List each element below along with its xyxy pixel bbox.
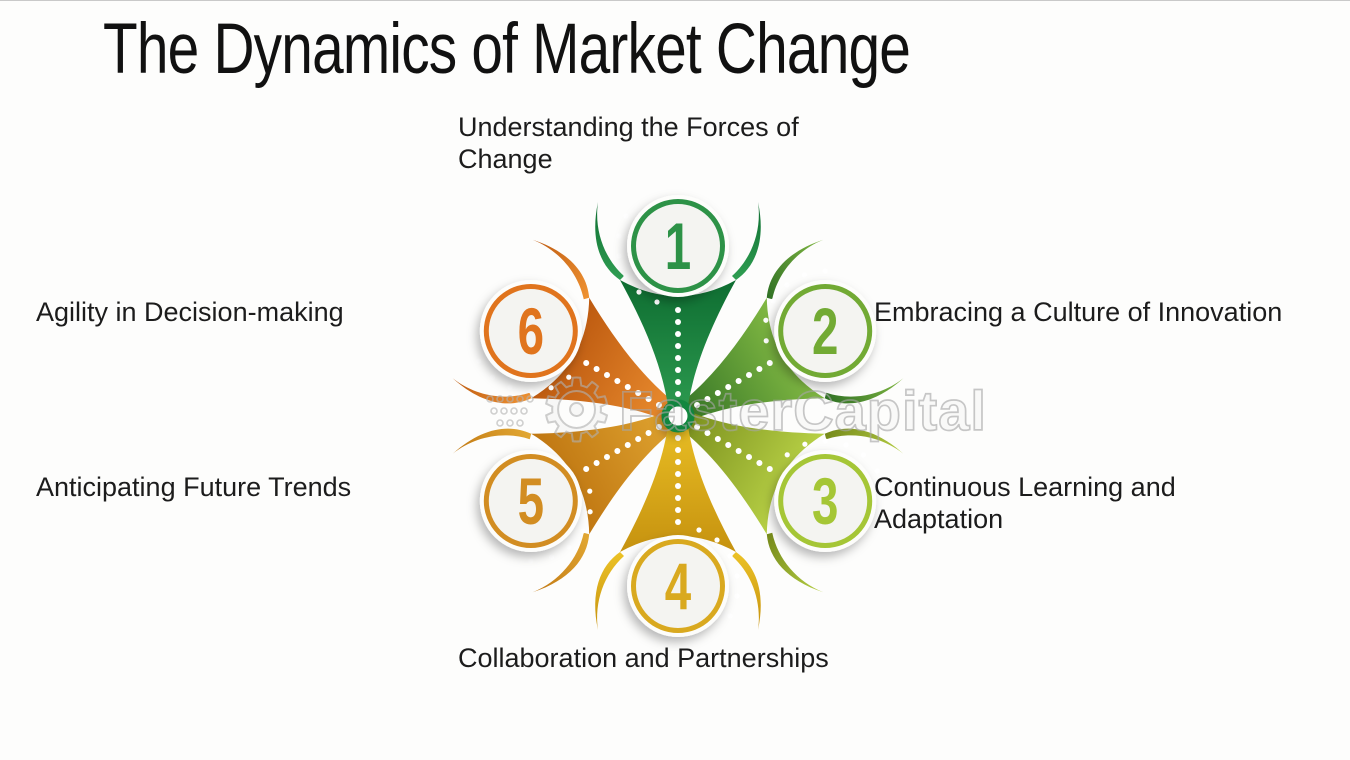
step-circle-6: 6 (479, 280, 582, 382)
step-number-1: 1 (665, 210, 691, 283)
step-circle-5: 5 (479, 450, 582, 552)
step-label-1: Understanding the Forces of Change (458, 112, 799, 174)
step-label-5: Anticipating Future Trends (36, 472, 352, 502)
hub-circle (661, 399, 695, 433)
step-number-4: 4 (665, 550, 691, 623)
step-number-2: 2 (812, 295, 838, 368)
step-label-2: Embracing a Culture of Innovation (874, 297, 1283, 327)
step-label-6: Agility in Decision-making (36, 297, 344, 327)
step-label-3: Continuous Learning and Adaptation (874, 472, 1176, 534)
step-circle-4: 4 (627, 535, 729, 637)
page-title: The Dynamics of Market Change (103, 9, 1112, 90)
step-circle-3: 3 (774, 450, 877, 552)
step-circle-2: 2 (774, 280, 877, 382)
radial-diagram: 1 2 3 4 5 (451, 195, 905, 637)
step-number-6: 6 (518, 295, 544, 368)
step-number-3: 3 (812, 465, 838, 538)
page-title-text: The Dynamics of Market Change (103, 10, 911, 89)
step-label-4: Collaboration and Partnerships (458, 643, 829, 673)
step-circle-1: 1 (627, 195, 729, 297)
step-number-5: 5 (518, 465, 544, 538)
